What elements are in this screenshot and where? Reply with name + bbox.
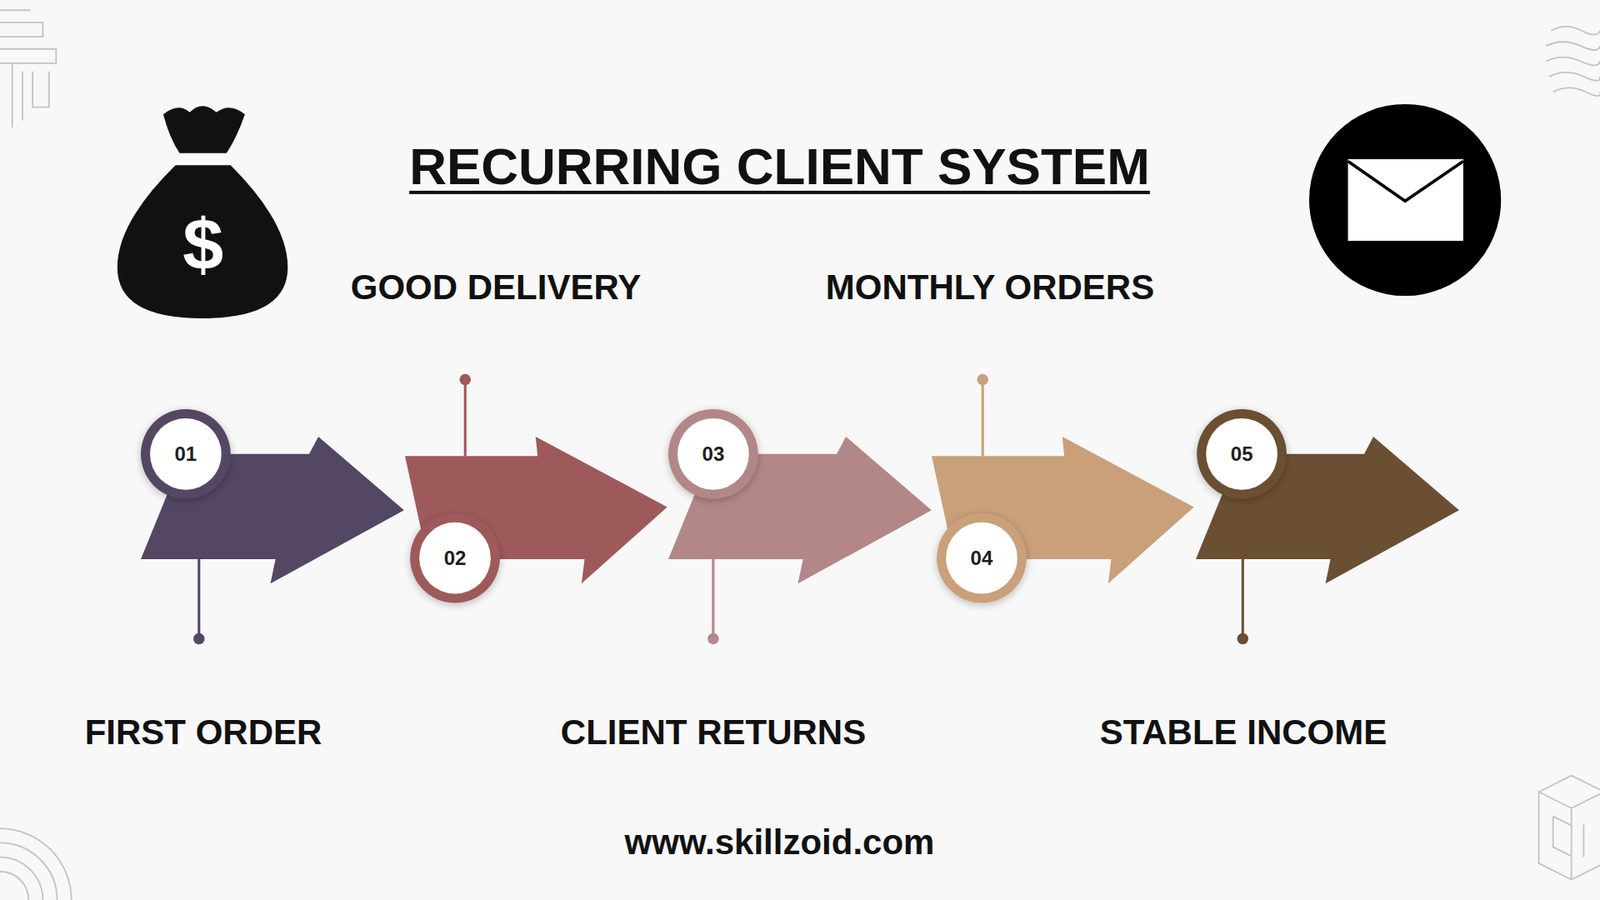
arrow-body [931,436,1195,584]
website-url: www.skillzoid.com [625,825,935,860]
step-label: STABLE INCOME [1100,715,1388,750]
arrow-body [140,436,405,584]
step-arrow: 04MONTHLY ORDERS [931,436,1195,584]
arrow-body [1195,436,1460,584]
step-number: 01 [174,444,197,465]
number-ring [140,409,231,500]
step-arrow: 05STABLE INCOME [1195,436,1460,584]
number-disc [419,522,491,595]
step-number: 03 [702,444,725,465]
step-label: CLIENT RETURNS [560,715,866,750]
step-arrow: 02GOOD DELIVERY [405,436,669,584]
step-arrow: 01FIRST ORDER [140,436,405,584]
number-disc [945,522,1018,595]
leader-dot [460,374,471,385]
leader-line [711,559,715,640]
step-label: GOOD DELIVERY [350,270,642,305]
number-ring [668,409,759,500]
leader-line [464,380,467,457]
step-label: FIRST ORDER [85,715,323,750]
number-ring [410,513,500,604]
leader-line [1241,559,1245,640]
arrow-body [405,436,668,584]
step-arrow: 03CLIENT RETURNS [668,436,932,584]
step-number: 02 [444,548,467,569]
leader-line [981,380,985,457]
corner-decoration [0,10,1600,900]
number-ring [936,513,1027,604]
leader-dot [193,633,205,645]
number-disc [150,418,222,490]
step-label: MONTHLY ORDERS [825,270,1155,305]
leader-dot [1237,633,1249,645]
step-number: 04 [970,548,994,569]
number-disc [1205,418,1278,490]
diagram-title: RECURRING CLIENT SYSTEM [409,137,1150,195]
step-number: 05 [1230,444,1254,465]
number-ring [1196,409,1287,500]
currency-symbol: $ [182,208,224,282]
money-bag-icon [117,105,288,319]
leader-line [197,559,200,640]
leader-dot [976,374,988,385]
leader-dot [707,633,719,645]
arrow-body [668,436,932,584]
envelope-icon [1309,104,1501,296]
number-disc [677,418,750,490]
